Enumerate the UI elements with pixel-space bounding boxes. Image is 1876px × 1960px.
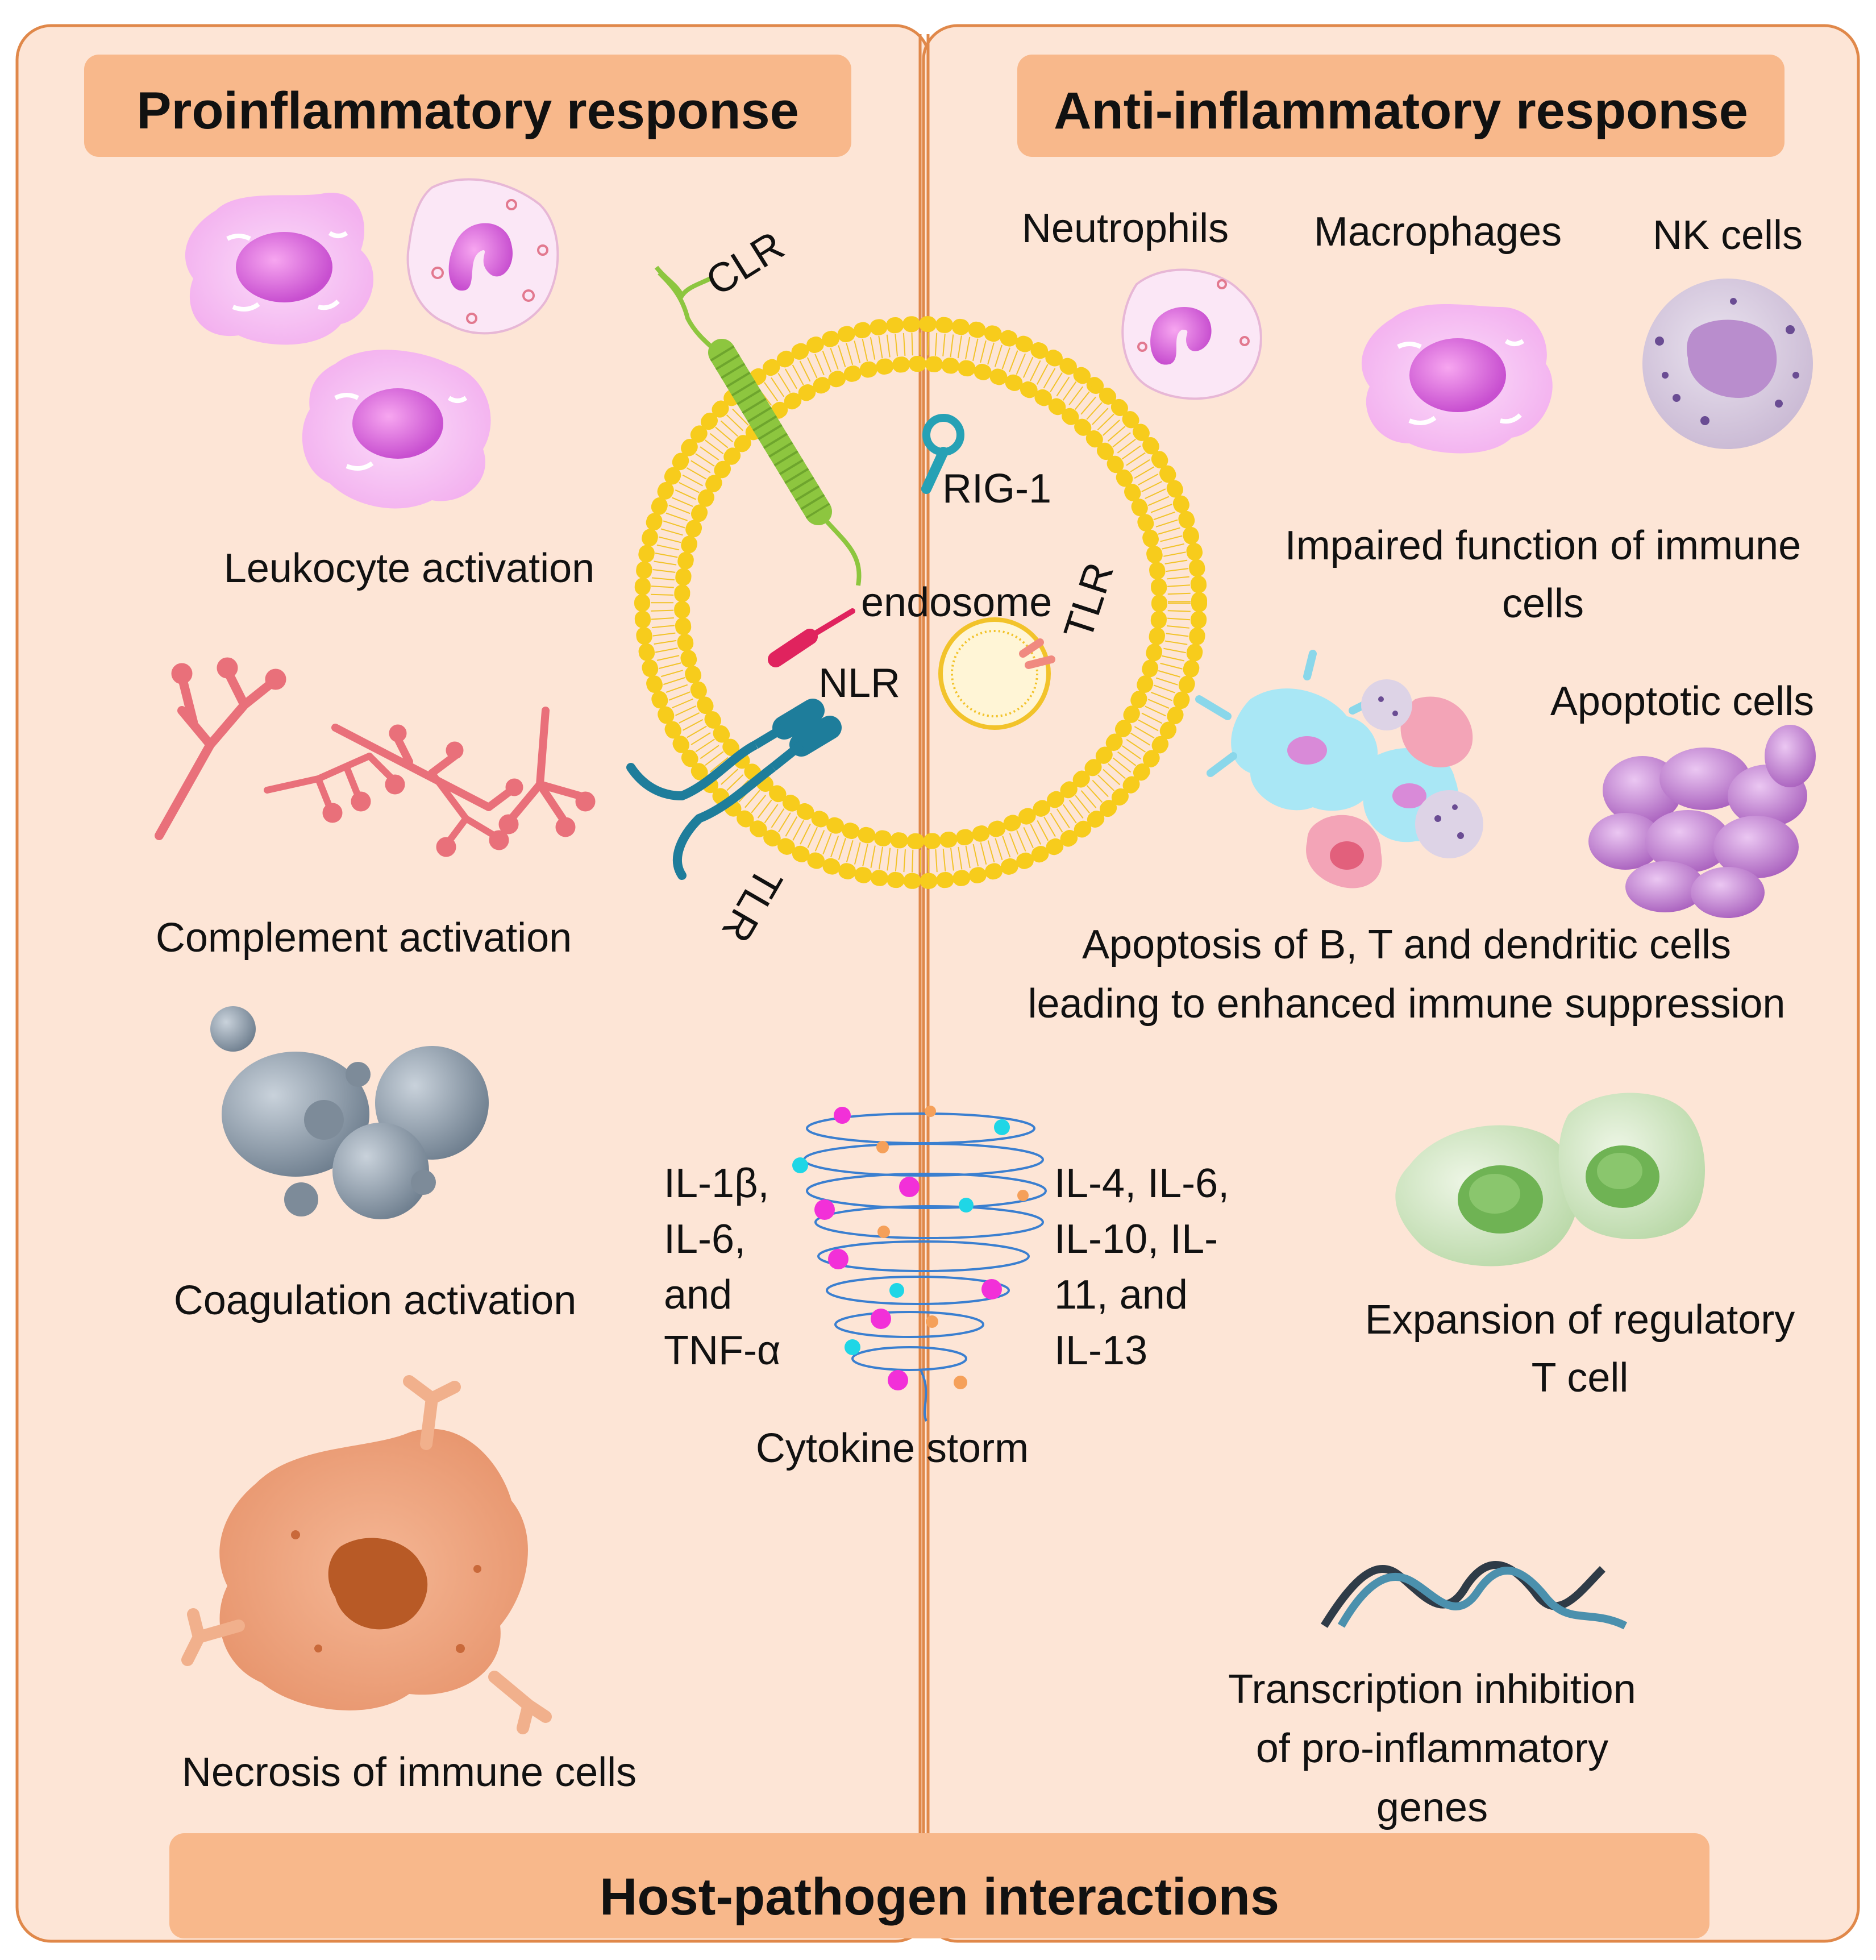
neutrophil-cell <box>1121 268 1262 400</box>
label-nlr: NLR <box>818 661 901 706</box>
label-anti-cytokine-2: IL-10, IL- <box>1054 1216 1218 1262</box>
rig1-receptor <box>921 414 964 494</box>
complement-icon <box>155 657 596 857</box>
label-cytokine-storm: Cytokine storm <box>755 1426 1029 1471</box>
label-endosome: endosome <box>861 580 1053 625</box>
macrophage-cell <box>1361 304 1553 454</box>
header-right-bar <box>1017 55 1785 157</box>
label-pro-cytokine-2: IL-6, <box>664 1216 746 1262</box>
regulatory-t-cell-icon <box>1395 1093 1705 1266</box>
label-anti-cytokine-4: IL-13 <box>1054 1328 1148 1373</box>
endosome-vesicle <box>938 617 1055 730</box>
header-proinflammatory: Proinflammatory response <box>136 82 799 140</box>
cytokine-storm-helix <box>803 1112 1047 1422</box>
header-anti-inflammatory: Anti-inflammatory response <box>1054 82 1748 140</box>
dna-helix-icon <box>1321 1561 1628 1630</box>
header-host-pathogen: Host-pathogen interactions <box>599 1868 1280 1926</box>
label-anti-cytokine-1: IL-4, IL-6, <box>1054 1161 1230 1206</box>
cytokine-beads <box>792 1106 1029 1390</box>
label-pro-cytokine-3: and <box>664 1272 733 1318</box>
label-pro-cytokine-1: IL-1β, <box>664 1161 769 1206</box>
label-pro-cytokine-4: TNF-α <box>664 1328 781 1373</box>
label-nk-cells: NK cells <box>1652 213 1803 258</box>
label-apoptotic-cells: Apoptotic cells <box>1550 679 1815 724</box>
label-necrosis: Necrosis of immune cells <box>181 1750 637 1795</box>
label-impaired-line2: cells <box>1501 581 1584 626</box>
label-coagulation-activation: Coagulation activation <box>173 1278 577 1323</box>
header-left-bar <box>84 55 851 157</box>
clr-receptor <box>654 265 862 586</box>
header-bottom-bar <box>169 1833 1709 1938</box>
label-apoptosis-line1: Apoptosis of B, T and dendritic cells <box>1082 922 1731 967</box>
label-apoptosis-line2: leading to enhanced immune suppression <box>1028 981 1786 1027</box>
necrosis-icon <box>181 1375 552 1734</box>
label-anti-cytokine-3: 11, and <box>1054 1272 1188 1318</box>
coagulation-icon <box>210 1006 489 1219</box>
apoptotic-cells-icon <box>1588 725 1816 918</box>
leukocyte-cell-2 <box>406 178 559 335</box>
nlr-receptor <box>768 608 855 667</box>
label-treg-line2: T cell <box>1531 1355 1629 1401</box>
leukocyte-cell-3 <box>302 350 491 509</box>
right-panel <box>922 24 1860 1943</box>
label-complement-activation: Complement activation <box>155 915 572 961</box>
label-treg-line1: Expansion of regulatory <box>1365 1297 1795 1343</box>
label-macrophages: Macrophages <box>1313 209 1562 255</box>
label-transcription-line1: Transcription inhibition <box>1228 1667 1636 1712</box>
cell-membrane <box>634 316 1207 889</box>
label-transcription-line2: of pro-inflammatory <box>1255 1726 1609 1771</box>
label-transcription-line3: genes <box>1376 1785 1488 1830</box>
tlr-receptor-outer <box>626 699 842 880</box>
label-impaired-line1: Impaired function of immune <box>1284 523 1802 568</box>
label-rig1: RIG-1 <box>942 466 1052 512</box>
leukocyte-cell-1 <box>185 193 374 345</box>
dendritic-cluster <box>1195 650 1483 888</box>
nk-cell <box>1642 279 1813 449</box>
label-leukocyte-activation: Leukocyte activation <box>223 546 595 591</box>
label-neutrophils: Neutrophils <box>1021 206 1229 251</box>
